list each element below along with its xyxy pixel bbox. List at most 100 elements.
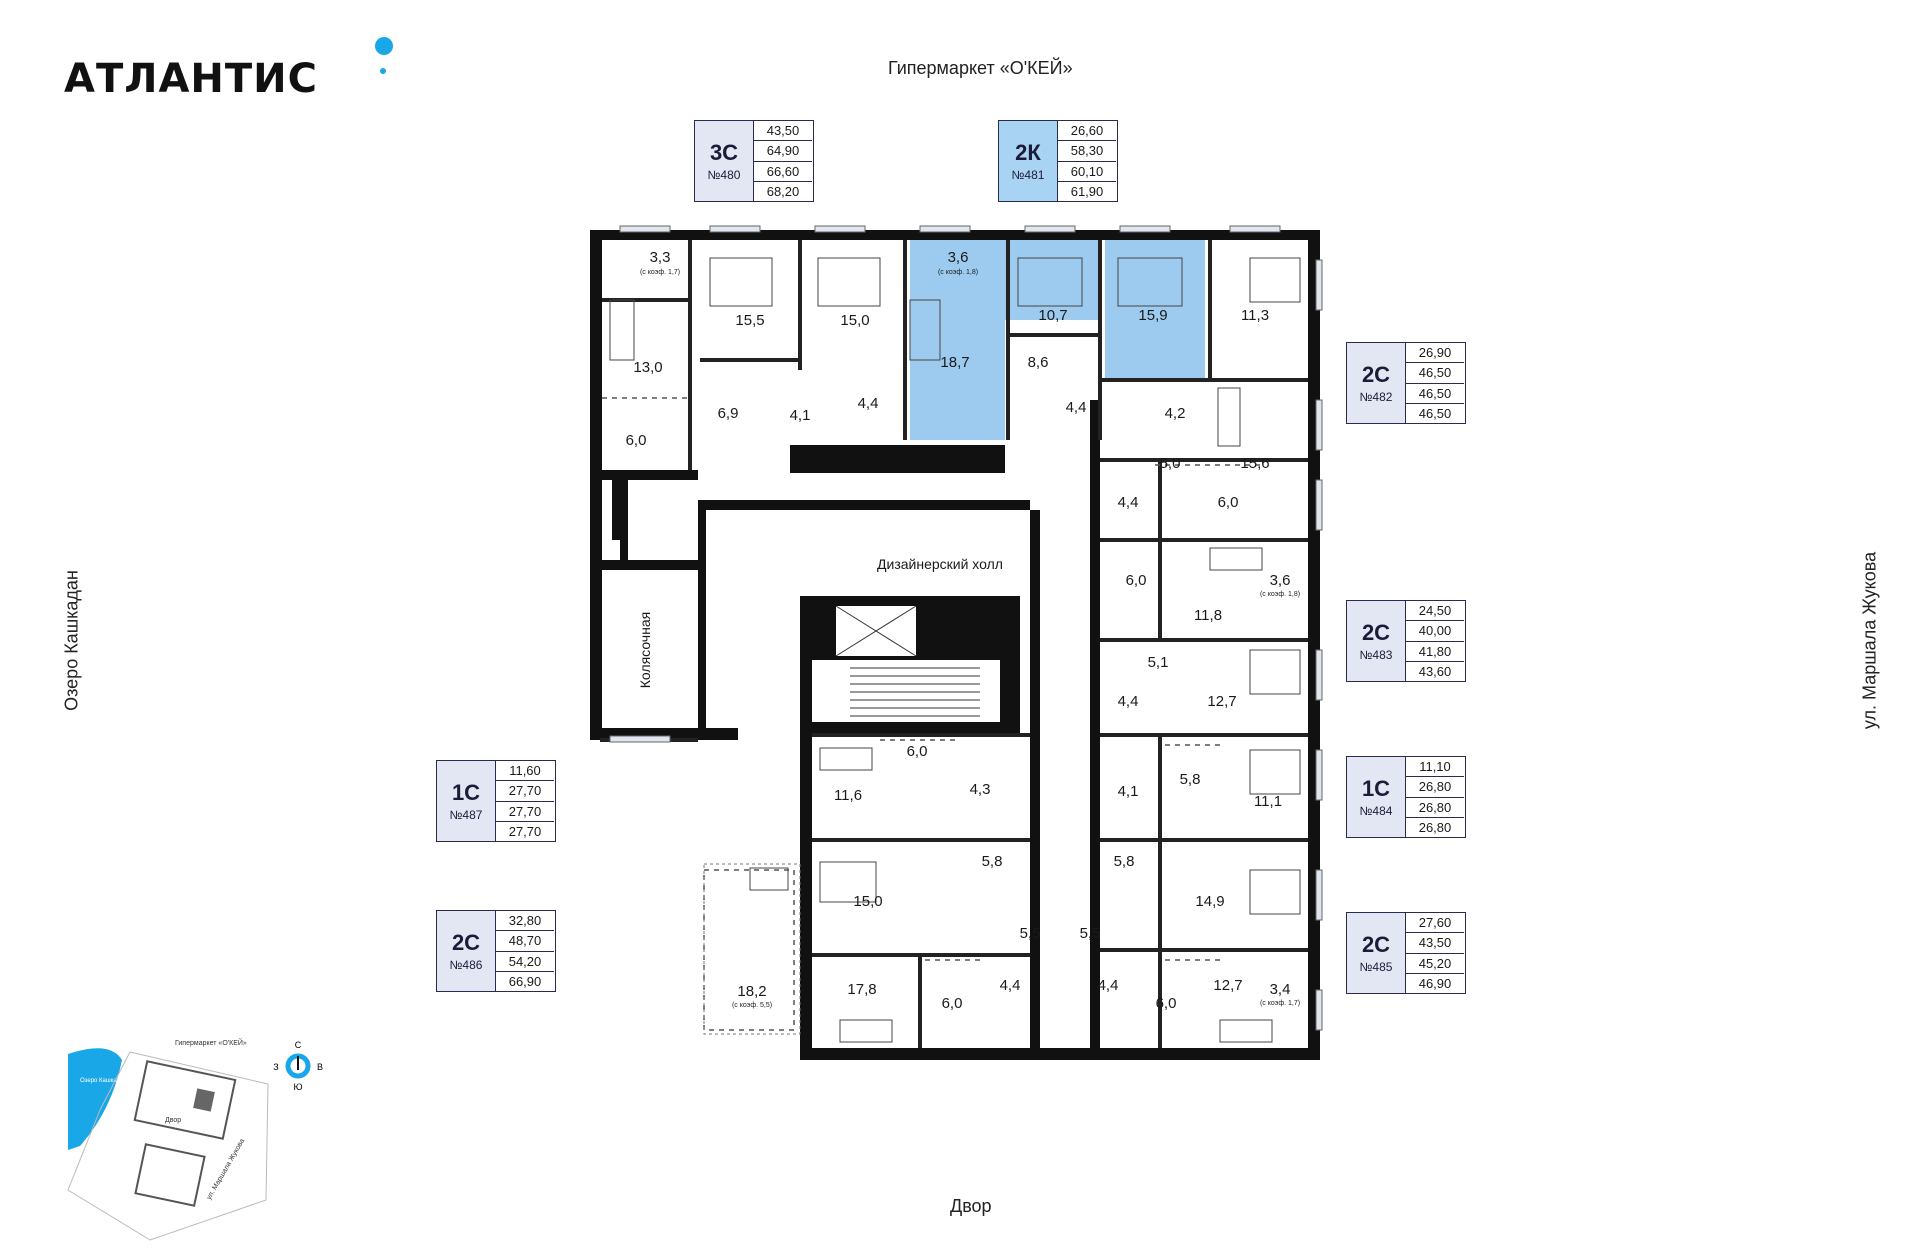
room-labels: 3,3 (с коэф. 1,7) 15,5 15,0 3,6 (с коэф.…	[626, 249, 1300, 1012]
area-value: 43,50	[1406, 933, 1464, 954]
room-area: 4,1	[1118, 783, 1139, 800]
site-minimap: Озеро Кашкадан Гипермаркет «О'КЕЙ» Двор …	[67, 1038, 323, 1241]
room-area: 11,3	[1241, 307, 1269, 324]
area-value: 11,60	[496, 761, 554, 782]
room-area: 4,4	[1000, 977, 1021, 994]
building-outline	[590, 230, 1320, 1060]
room-area: 3,4	[1270, 981, 1291, 998]
staircase	[835, 605, 980, 717]
apartment-number: №484	[1359, 804, 1393, 818]
room-area: 18,7	[940, 354, 969, 371]
south-label: Двор	[950, 1196, 992, 1216]
room-area: 15,5	[735, 312, 764, 329]
room-area: 11,8	[1194, 607, 1222, 624]
north-label: Гипермаркет «О'КЕЙ»	[888, 58, 1073, 78]
interior-walls	[600, 240, 1308, 1048]
room-area: 11,1	[1254, 793, 1282, 810]
room-area: 15,0	[853, 893, 882, 910]
room-area: 4,2	[1165, 405, 1186, 422]
area-value: 40,00	[1406, 621, 1464, 642]
room-area: 6,9	[718, 405, 739, 422]
compass-west: З	[273, 1062, 278, 1072]
area-value: 41,80	[1406, 642, 1464, 662]
room-area: 3,6	[1270, 572, 1291, 589]
apartment-type: 2С	[1361, 620, 1391, 645]
area-value: 48,70	[496, 931, 554, 952]
room-area: 5,8	[982, 853, 1003, 870]
room-area: 4,4	[1118, 693, 1139, 710]
area-value: 32,80	[496, 911, 554, 932]
room-area: 18,2	[737, 983, 766, 1000]
room-area: 4,4	[1066, 399, 1087, 416]
room-area: 4,4	[858, 395, 879, 412]
room-area: 13,0	[633, 359, 662, 376]
windows	[609, 225, 1323, 1031]
room-note: (с коэф. 1,8)	[938, 269, 978, 276]
room-area: 4,4	[1098, 977, 1119, 994]
apartment-481-highlight[interactable]	[910, 240, 1205, 440]
minimap-lake-label: Озеро Кашкадан	[80, 1078, 127, 1084]
area-value: 61,90	[1070, 183, 1104, 199]
room-area: 15,0	[840, 312, 869, 329]
compass-south: Ю	[293, 1082, 302, 1092]
area-value: 46,90	[1418, 975, 1452, 991]
room-area: 15,9	[1138, 307, 1167, 324]
area-value: 66,90	[508, 973, 542, 989]
room-area: 14,9	[1195, 893, 1224, 910]
area-value: 24,50	[1406, 601, 1464, 622]
room-area: 3,6	[948, 249, 969, 266]
room-area: 10,7	[1038, 307, 1067, 324]
area-value: 46,50	[1406, 363, 1464, 384]
apartment-number: №480	[707, 168, 741, 182]
room-area: 5,1	[1148, 654, 1169, 671]
apartment-type: 2С	[451, 930, 481, 955]
area-value: 46,50	[1406, 384, 1464, 404]
room-area: 11,6	[834, 787, 862, 804]
room-area: 6,0	[626, 432, 647, 449]
area-value: 26,90	[1406, 343, 1464, 364]
area-value: 27,70	[496, 781, 554, 802]
room-area: 8,6	[1028, 354, 1049, 371]
room-area: 4,4	[1118, 494, 1139, 511]
logo-dot-icon	[375, 37, 393, 55]
room-area: 6,0	[942, 995, 963, 1012]
room-note: (с коэф. 1,7)	[1260, 1000, 1300, 1007]
room-note: (с коэф. 1,8)	[1260, 591, 1300, 598]
room-area: 12,7	[1207, 693, 1236, 710]
area-value: 26,60	[1058, 121, 1116, 142]
room-area: 5,5	[1020, 925, 1041, 942]
minimap-street-label: ул. Маршала Жукова	[206, 1138, 247, 1201]
room-area: 17,8	[847, 981, 876, 998]
room-area: 15,6	[1240, 455, 1269, 472]
room-note: (с коэф. 5,5)	[732, 1002, 772, 1009]
apartment-type: 1С	[1361, 776, 1391, 801]
terrace-outline	[703, 863, 801, 1035]
room-area: 6,0	[1218, 494, 1239, 511]
room-note: (с коэф. 1,7)	[640, 269, 680, 276]
area-value: 43,50	[754, 121, 812, 142]
area-value: 11,10	[1406, 757, 1464, 778]
compass-east: В	[317, 1062, 323, 1072]
area-value: 54,20	[496, 952, 554, 972]
area-value: 27,60	[1406, 913, 1464, 934]
area-value: 26,80	[1406, 798, 1464, 818]
apartment-number: №481	[1011, 168, 1045, 182]
brand-logo: АТЛАНТИС	[64, 56, 319, 102]
area-value: 64,90	[754, 141, 812, 162]
area-value: 46,50	[1418, 405, 1452, 421]
area-value: 66,60	[754, 162, 812, 182]
minimap-market-label: Гипермаркет «О'КЕЙ»	[175, 1038, 247, 1047]
room-area: 6,0	[907, 743, 928, 760]
apartment-number: №482	[1359, 390, 1393, 404]
logo-dot-small-icon	[380, 68, 386, 74]
room-area: 5,5	[1080, 925, 1101, 942]
